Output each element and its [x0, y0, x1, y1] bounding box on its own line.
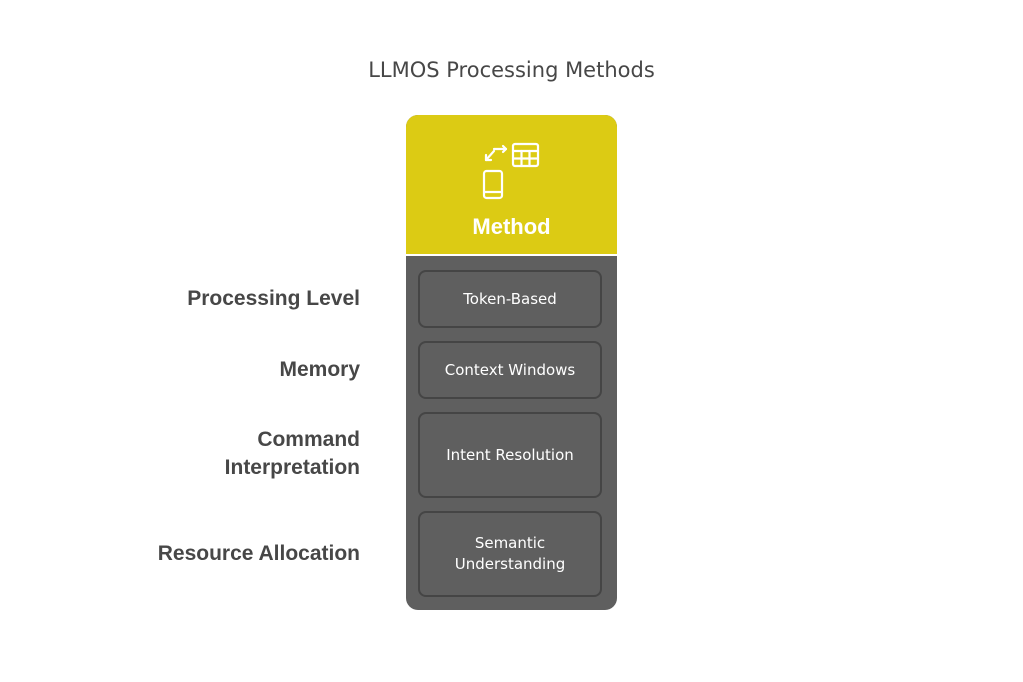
device-sync-table-icon [482, 142, 540, 200]
diagram-title: LLMOS Processing Methods [368, 58, 655, 82]
column-header-label: Method [472, 214, 551, 239]
cell-memory: Context Windows [418, 341, 602, 399]
row-label-resource-allocation: Resource Allocation [157, 542, 360, 565]
column-header: Method [406, 115, 617, 256]
method-column: Method Token-Based Context Windows Inten… [406, 115, 617, 610]
row-label-memory: Memory [279, 358, 360, 381]
cell-resource-allocation: Semantic Understanding [418, 511, 602, 597]
cell-processing-level: Token-Based [418, 270, 602, 328]
row-label-command-interpretation: Command Interpretation [224, 428, 360, 479]
cell-command-interpretation: Intent Resolution [418, 412, 602, 498]
row-label-processing-level: Processing Level [187, 287, 360, 310]
